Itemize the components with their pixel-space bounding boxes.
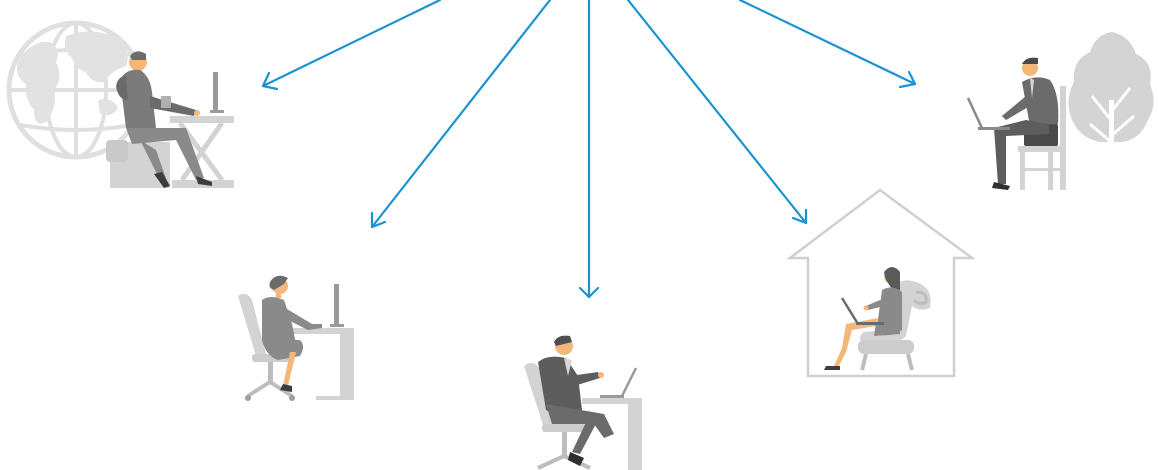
desk-top	[170, 116, 234, 123]
laptop	[622, 368, 636, 396]
monitor	[213, 72, 218, 112]
arrow-to-park-man	[740, 0, 915, 87]
tree-icon	[1068, 32, 1153, 190]
desk-top	[582, 398, 642, 404]
scene-home-woman	[790, 190, 972, 376]
scene-globe-worker	[9, 23, 234, 188]
scene-office-woman	[238, 276, 354, 401]
laptop	[968, 98, 982, 128]
arrow-to-office-woman	[372, 0, 550, 227]
scene-park-man	[968, 32, 1154, 190]
arrow-to-globe-worker	[263, 0, 440, 89]
arrow-to-laptop-man	[580, 0, 598, 297]
office-chair	[238, 294, 266, 356]
laptop	[842, 298, 858, 324]
arrows	[263, 0, 915, 297]
arrow-to-home-woman	[628, 0, 806, 223]
scene-laptop-man	[524, 336, 642, 470]
person-home-woman	[824, 267, 902, 370]
monitor	[334, 284, 339, 326]
desk-top	[292, 328, 354, 334]
